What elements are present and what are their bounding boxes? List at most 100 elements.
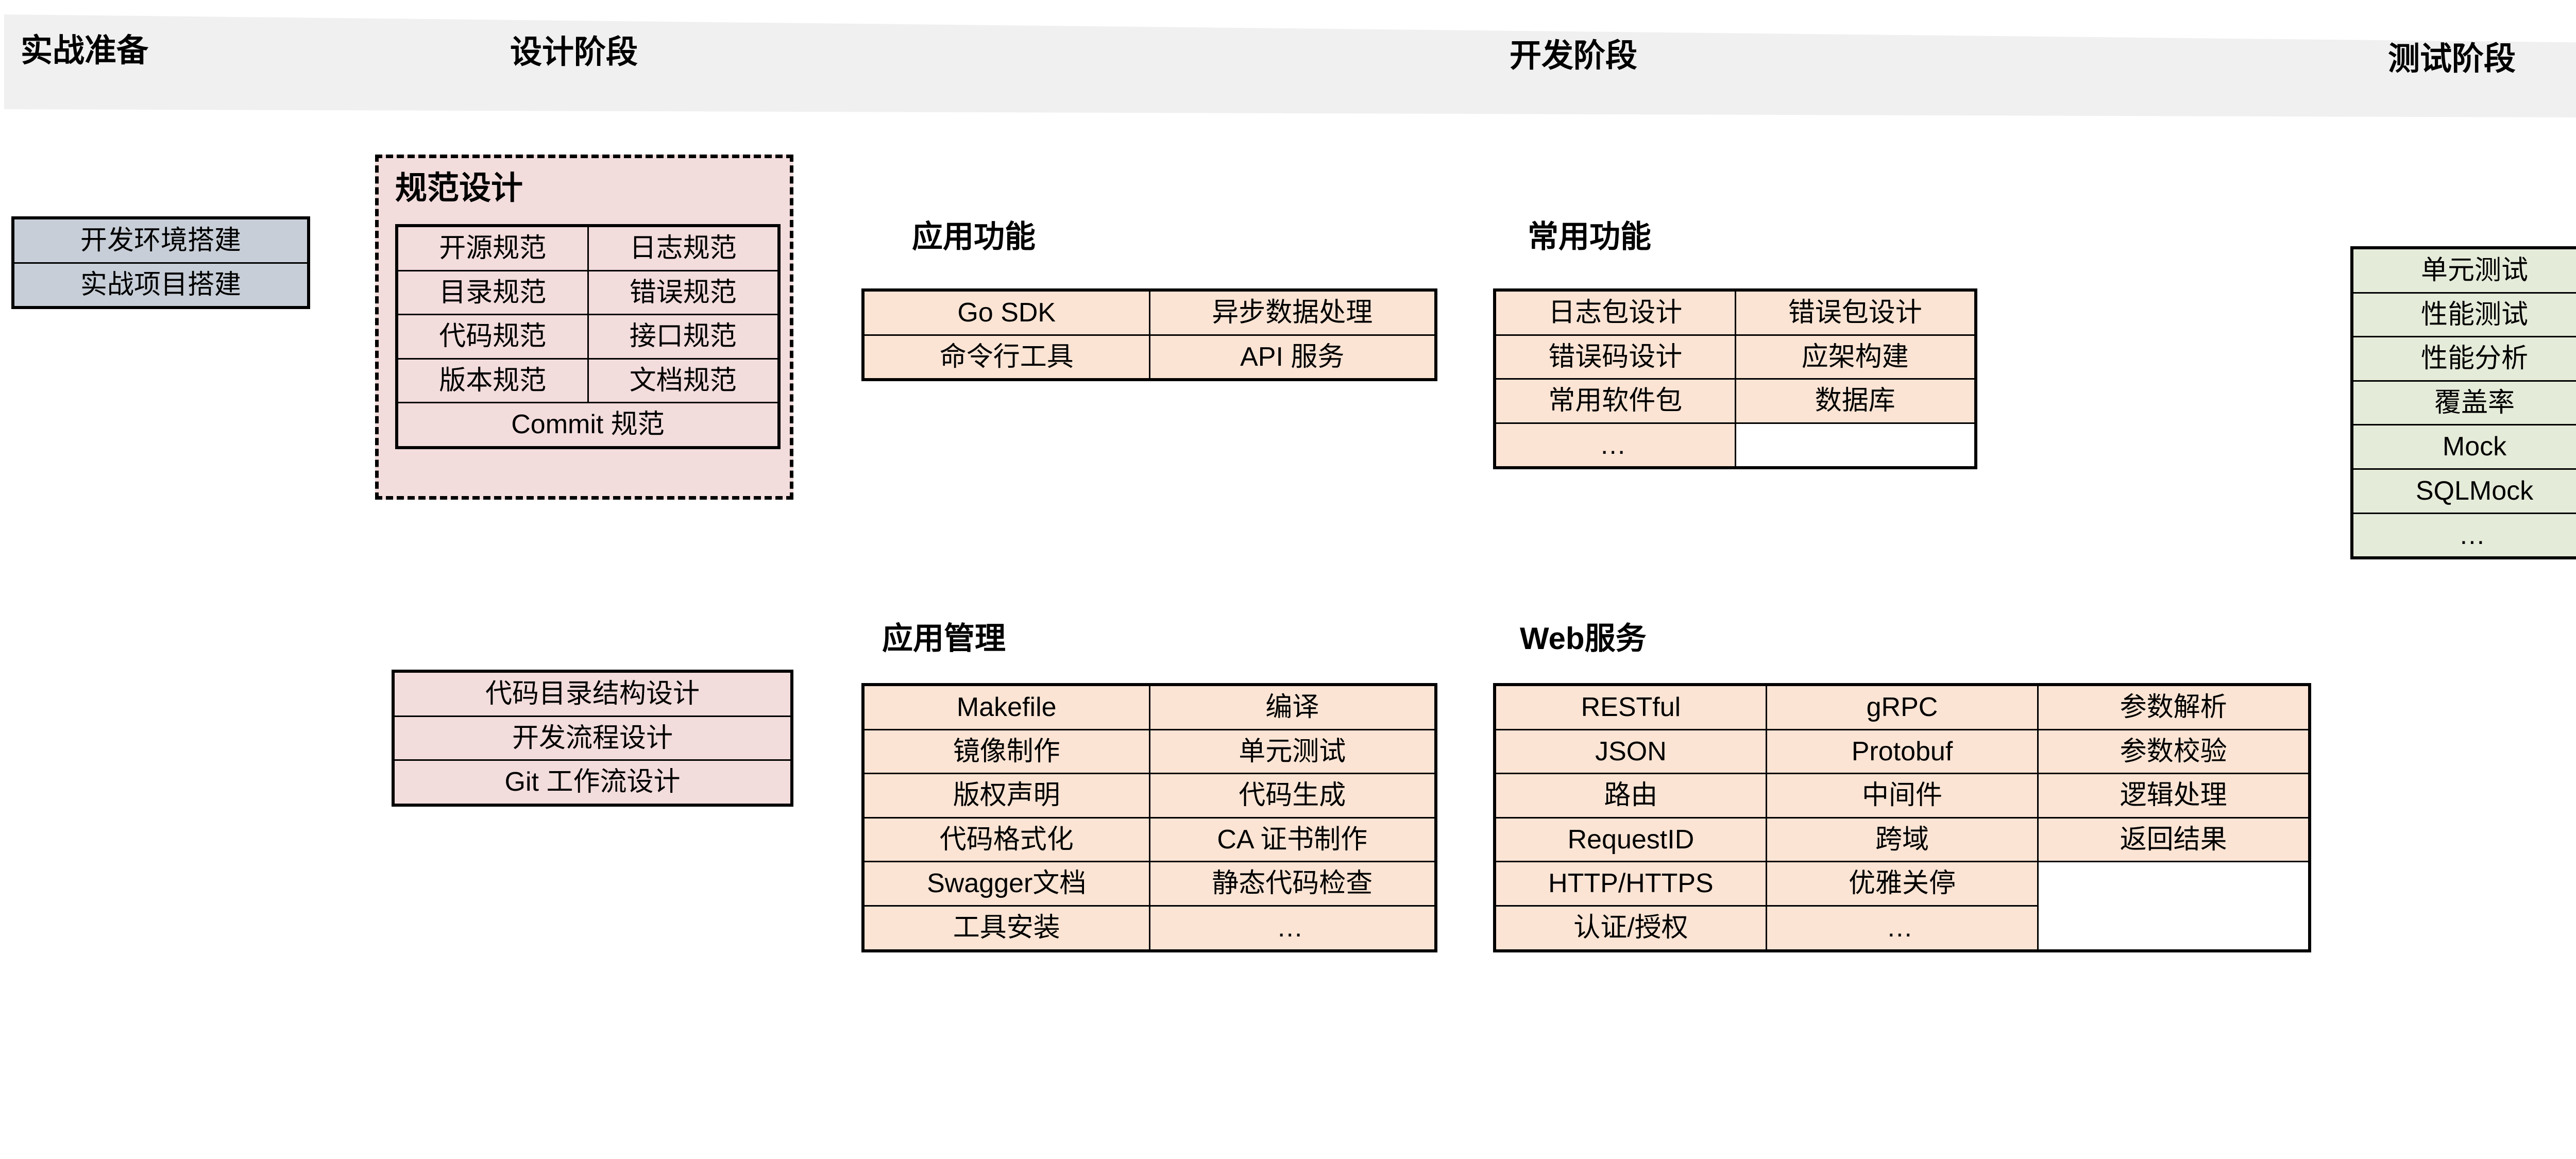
table-cell[interactable]: 代码规范 (396, 314, 589, 360)
table-row: 覆盖率 (2351, 380, 2576, 426)
table-cell[interactable]: Go SDK (862, 289, 1150, 336)
table-cell[interactable]: 错误包设计 (1734, 289, 1977, 336)
table-cell[interactable]: 异步数据处理 (1148, 289, 1437, 336)
table-cell[interactable]: Git 工作流设计 (392, 759, 793, 806)
table-cell[interactable]: 常用软件包 (1494, 378, 1736, 424)
table-cell[interactable]: 跨域 (1765, 816, 2039, 863)
table-cell[interactable]: 参数解析 (2037, 684, 2311, 730)
table-cell[interactable]: 应架构建 (1734, 334, 1977, 380)
table-cell[interactable]: 逻辑处理 (2037, 773, 2311, 819)
table-cell[interactable]: 代码目录结构设计 (392, 670, 793, 717)
table-cell[interactable]: 认证/授权 (1494, 905, 1767, 952)
table-cell-commit-spec[interactable]: Commit 规范 (396, 402, 780, 449)
table-cell[interactable]: 编译 (1148, 684, 1437, 730)
common-features-title: 常用功能 (1528, 219, 1651, 254)
table-cell[interactable]: 日志规范 (587, 225, 780, 271)
table-cell[interactable]: 镜像制作 (862, 728, 1150, 775)
table-cell[interactable]: JSON (1494, 728, 1767, 775)
table-cell[interactable]: 代码格式化 (862, 816, 1150, 863)
table-cell[interactable]: 开源规范 (396, 225, 589, 271)
table-cell[interactable]: 目录规范 (396, 269, 589, 316)
table-row: 代码规范接口规范 (396, 314, 780, 360)
table-cell[interactable]: 版本规范 (396, 357, 589, 404)
table-cell[interactable]: … (1494, 422, 1736, 469)
table-cell[interactable]: 性能分析 (2351, 336, 2576, 382)
table-cell[interactable]: … (1148, 905, 1437, 952)
table-cell[interactable]: RESTful (1494, 684, 1767, 730)
table-row: 单元测试 (2351, 247, 2576, 294)
table-cell[interactable]: 静态代码检查 (1148, 861, 1437, 907)
ellipsis-icon: … (2459, 520, 2490, 550)
prep-group: 开发环境搭建实战项目搭建 (11, 216, 310, 310)
phase-label-0: 实战准备 (21, 33, 149, 69)
table-cell[interactable]: 数据库 (1734, 378, 1977, 424)
table-cell[interactable]: 接口规范 (587, 314, 780, 360)
phase-label-2: 开发阶段 (1510, 38, 1638, 74)
table-cell[interactable]: RequestID (1494, 816, 1767, 863)
table-row: SQLMock (2351, 468, 2576, 514)
ellipsis-icon: … (1886, 912, 1918, 943)
app-manage-title: 应用管理 (882, 621, 1006, 656)
table-cell[interactable]: 单元测试 (2351, 247, 2576, 294)
table-cell[interactable]: gRPC (1765, 684, 2039, 730)
table-cell[interactable]: HTTP/HTTPS (1494, 861, 1767, 907)
app-features-title: 应用功能 (912, 219, 1036, 254)
table-cell[interactable]: Swagger文档 (862, 861, 1150, 907)
table-cell[interactable]: 文档规范 (587, 357, 780, 404)
table-cell[interactable]: CA 证书制作 (1148, 816, 1437, 863)
table-cell[interactable]: Protobuf (1765, 728, 2039, 775)
table-cell-empty (2038, 906, 2310, 951)
table-cell[interactable]: SQLMock (2351, 468, 2576, 514)
table-row: 开发环境搭建 (12, 217, 310, 264)
table-cell[interactable]: 单元测试 (1148, 728, 1437, 775)
table-cell[interactable]: 代码生成 (1148, 773, 1437, 819)
table-cell[interactable]: 开发环境搭建 (12, 217, 310, 264)
table-cell[interactable]: Mock (2351, 424, 2576, 470)
table-cell[interactable]: 覆盖率 (2351, 380, 2576, 426)
table-cell[interactable]: 日志包设计 (1494, 289, 1736, 336)
ellipsis-icon: … (1599, 430, 1631, 460)
table-cell[interactable]: 参数校验 (2037, 728, 2311, 775)
common-features-table-body: 日志包设计错误包设计错误码设计应架构建常用软件包数据库 … (1494, 289, 1977, 469)
table-cell[interactable]: 实战项目搭建 (12, 262, 310, 309)
table-cell[interactable]: 开发流程设计 (392, 715, 793, 761)
table-row: 错误码设计应架构建 (1494, 334, 1977, 380)
table-cell[interactable]: 路由 (1494, 773, 1767, 819)
table-row: Git 工作流设计 (392, 759, 793, 806)
table-cell-empty (2038, 861, 2310, 906)
table-row: 开发流程设计 (392, 715, 793, 761)
prep-table-body: 开发环境搭建实战项目搭建 (12, 217, 310, 309)
prep-table: 开发环境搭建实战项目搭建 (11, 216, 310, 310)
table-cell[interactable]: 错误规范 (587, 269, 780, 316)
table-row: … (1494, 422, 1976, 469)
table-row: 版本规范文档规范 (396, 357, 780, 404)
table-row: Mock (2351, 424, 2576, 470)
table-cell[interactable]: … (1765, 905, 2039, 952)
table-row: 常用软件包数据库 (1494, 378, 1977, 424)
phase-label-1: 设计阶段 (510, 35, 638, 71)
table-cell[interactable]: 错误码设计 (1494, 334, 1736, 380)
table-cell[interactable]: 版权声明 (862, 773, 1150, 819)
table-cell[interactable]: Makefile (862, 684, 1150, 730)
table-cell[interactable]: 性能测试 (2351, 292, 2576, 338)
table-cell[interactable]: 返回结果 (2037, 816, 2311, 863)
table-cell[interactable]: API 服务 (1148, 334, 1437, 381)
table-row: 代码目录结构设计 (392, 670, 793, 717)
table-cell[interactable]: 工具安装 (862, 905, 1150, 952)
table-cell[interactable]: 命令行工具 (862, 334, 1150, 381)
table-cell[interactable]: 优雅关停 (1765, 861, 2039, 907)
table-cell[interactable]: … (2351, 512, 2576, 559)
table-cell[interactable]: 中间件 (1765, 773, 2039, 819)
